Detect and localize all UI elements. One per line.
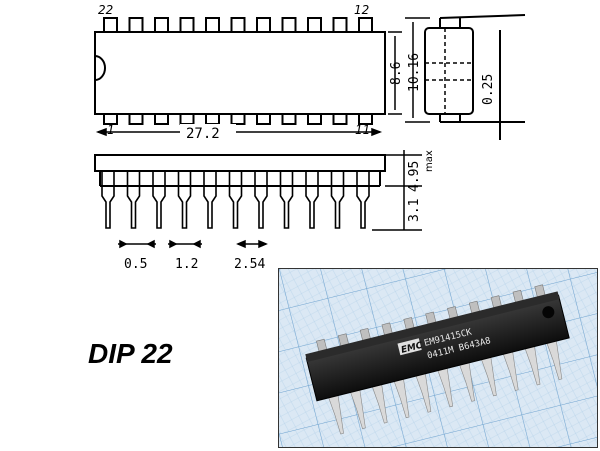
pin-1-label: 1 [107, 123, 115, 137]
dim-width-2-label: 10.16 [407, 53, 422, 92]
top-pin-upper [205, 17, 220, 33]
side-view-pins [101, 171, 370, 229]
top-pin-upper [179, 17, 195, 33]
dim-length-label: 27.2 [186, 126, 220, 142]
dim-lead-length-label: 3.1 [407, 199, 422, 222]
top-pin-upper [230, 17, 246, 33]
top-pin-upper [128, 17, 144, 33]
dim-lead-width-label: 0.5 [124, 257, 147, 272]
pin1-notch [94, 55, 106, 81]
dim-height-label: 4.95 [407, 161, 422, 192]
top-pin-upper [307, 17, 322, 33]
side-pin [356, 171, 370, 229]
top-pin-upper [332, 17, 348, 33]
top-pin-lower [179, 113, 195, 125]
dim-lead-shoulder [168, 239, 202, 249]
top-pin-lower [103, 113, 118, 125]
top-pin-upper [281, 17, 297, 33]
top-pin-lower [205, 113, 220, 125]
dim-height-note: max [424, 150, 435, 172]
top-pin-lower [256, 113, 271, 125]
top-pin-lower [128, 113, 144, 125]
dim-length [95, 127, 383, 137]
top-pin-lower [230, 113, 246, 125]
top-pin-upper [358, 17, 373, 33]
side-pin [203, 171, 217, 229]
chip-photo-render: EMC EM91415CK 0411M B643A8 [279, 269, 597, 447]
dim-pitch-label: 2.54 [234, 257, 265, 272]
top-pin-lower [307, 113, 322, 125]
top-pins-upper [103, 17, 373, 33]
end-view-body [424, 27, 474, 115]
side-pin [177, 171, 192, 229]
package-title: DIP 22 [88, 338, 173, 369]
dim-lead-thickness-label: 0.25 [481, 74, 496, 105]
pin-12-label: 12 [354, 3, 369, 17]
chip: EMC EM91415CK 0411M B643A8 [305, 284, 570, 435]
top-pin-upper [256, 17, 271, 33]
dim-pitch [236, 239, 268, 249]
side-pin [279, 171, 294, 229]
chip-pins [316, 284, 563, 435]
top-pin-lower [332, 113, 348, 125]
dim-lead-width [118, 239, 156, 249]
pin-11-label: 11 [355, 123, 370, 137]
dim-width-1-label: 8.6 [389, 62, 404, 85]
dim-lead-shoulder-label: 1.2 [175, 257, 198, 272]
side-pin [254, 171, 268, 229]
top-pin-lower [281, 113, 297, 125]
side-view [94, 154, 386, 187]
end-view [424, 14, 526, 140]
top-pins-lower [103, 113, 373, 125]
top-view [94, 17, 386, 125]
side-pin [152, 171, 166, 229]
top-pin-lower [358, 113, 373, 125]
side-pin [126, 171, 141, 229]
top-view-body [94, 31, 386, 115]
side-pin [101, 171, 115, 229]
pin-22-label: 22 [98, 3, 113, 17]
side-pin [228, 171, 243, 229]
top-pin-upper [154, 17, 169, 33]
side-pin [330, 171, 345, 229]
top-pin-upper [103, 17, 118, 33]
chip-logo-plate [397, 338, 422, 356]
dim-height [372, 150, 422, 231]
dim-width [388, 17, 430, 123]
side-pin [305, 171, 319, 229]
chip-photo: EMC EM91415CK 0411M B643A8 [278, 268, 598, 448]
side-view-body [94, 154, 386, 172]
top-pin-lower [154, 113, 169, 125]
